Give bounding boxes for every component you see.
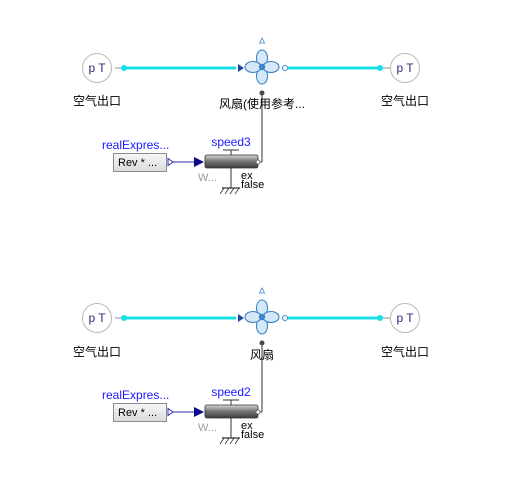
outlet-label: 空气出口	[380, 345, 430, 359]
inlet-label: 空气出口	[72, 345, 122, 359]
outlet-label: 空气出口	[380, 94, 430, 108]
fan-inlet-arrow-icon	[238, 314, 244, 322]
inlet-port[interactable]: p T	[82, 53, 112, 83]
fan-icon[interactable]	[244, 49, 280, 85]
false-label: false	[241, 179, 265, 191]
speed-label: speed3	[211, 135, 251, 149]
fan-label: 风扇	[249, 348, 275, 362]
speed-component[interactable]	[204, 154, 259, 169]
inlet-label: 空气出口	[72, 94, 122, 108]
outlet-port[interactable]: p T	[390, 303, 420, 333]
inlet-port-label: p T	[88, 61, 106, 75]
ex-label: ex	[241, 170, 253, 182]
expression-label: realExpres...	[102, 388, 170, 402]
expression-value: Rev * ...	[118, 406, 158, 419]
ex-label: ex	[241, 420, 253, 432]
fan-icon[interactable]	[244, 299, 280, 335]
speed-input-arrow-icon	[194, 157, 204, 167]
w-label: W...	[198, 422, 217, 434]
speed-input-arrow-icon	[194, 407, 204, 417]
expression-block[interactable]: Rev * ...	[113, 153, 167, 172]
outlet-port-label: p T	[396, 61, 414, 75]
heat-port-triangle-icon	[258, 37, 266, 44]
inlet-port-label: p T	[88, 311, 106, 325]
fan-label: 风扇(使用参考...	[219, 97, 305, 111]
expression-block[interactable]: Rev * ...	[113, 403, 167, 422]
speed-component[interactable]	[204, 404, 259, 419]
inlet-port[interactable]: p T	[82, 303, 112, 333]
w-label: W...	[198, 172, 217, 184]
speed-label: speed2	[211, 385, 251, 399]
diagram-top	[115, 37, 390, 195]
diagram-bottom	[115, 287, 390, 445]
fan-inlet-arrow-icon	[238, 64, 244, 72]
outlet-port-label: p T	[396, 311, 414, 325]
expression-label: realExpres...	[102, 138, 170, 152]
outlet-port[interactable]: p T	[390, 53, 420, 83]
false-label: false	[241, 429, 265, 441]
heat-port-triangle-icon	[258, 287, 266, 294]
expression-value: Rev * ...	[118, 156, 158, 169]
